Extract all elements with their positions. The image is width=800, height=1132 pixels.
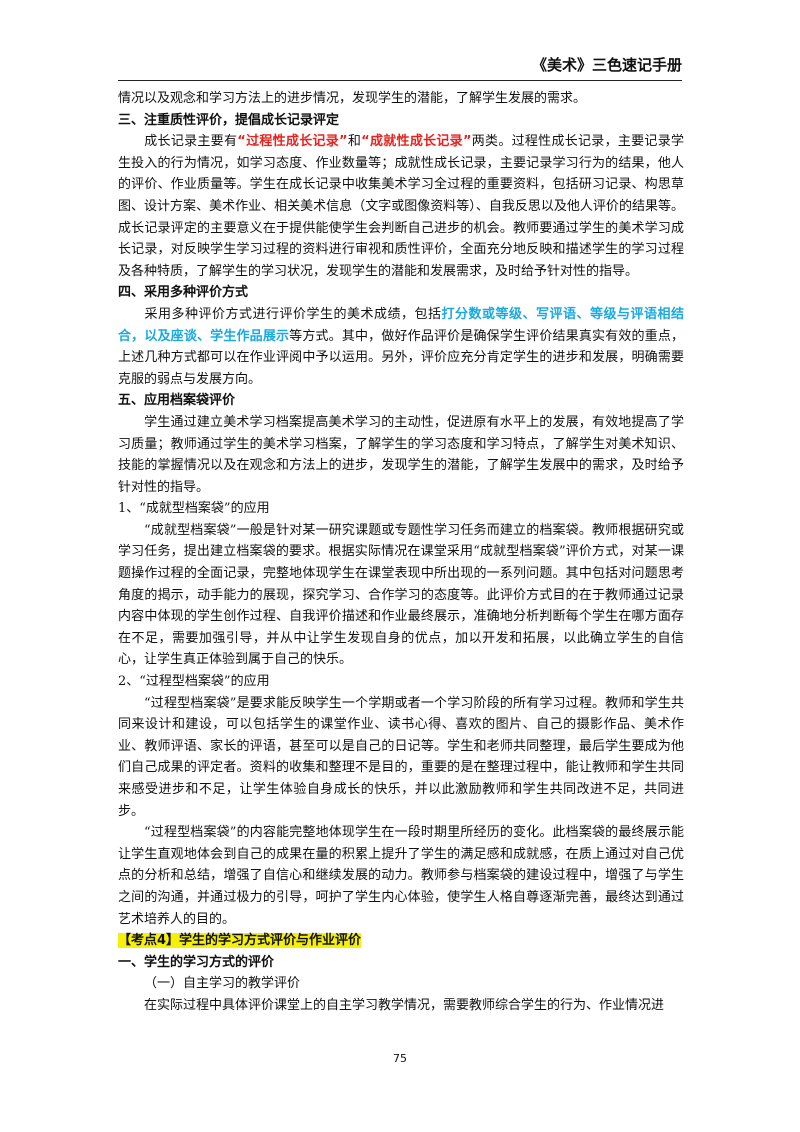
text-segment: 采用多种评价方式进行评价学生的美术成绩，包括 [144,306,442,322]
page-content: 情况以及观念和学习方法上的进步情况，发现学生的潜能，了解学生发展的需求。 三、注… [118,88,684,1017]
heading-section-3: 三、注重质性评价，提倡成长记录评定 [118,112,340,128]
text-segment: 两类。过程性成长记录，主要记录学生投入的行为情况，如学习态度、作业数量等；成就性… [118,134,684,279]
key-point-label: 【考点4】学生的学习方式评价与作业评价 [118,933,362,949]
subheading-self-learning: （一）自主学习的教学评价 [118,973,684,995]
subheading-achievement-portfolio: 1、“成就型档案袋”的应用 [118,501,270,517]
text-segment: 和 [347,134,362,150]
text-segment: “过程型档案袋”的内容能完整地体现学生在一段时期里所经历的变化。此档案袋的最终展… [118,825,684,927]
text-segment: 成长记录主要有 [144,134,238,150]
paragraph-continued: 情况以及观念和学习方法上的进步情况，发现学生的潜能，了解学生发展的需求。 [118,91,587,106]
highlight-process-record: “过程性成长记录” [237,134,348,150]
paragraph-growth-record: 成长记录主要有“过程性成长记录”和“成就性成长记录”两类。过程性成长记录，主要记… [118,131,684,282]
paragraph-achievement-portfolio: “成就型档案袋”一般是针对某一研究课题或专题性学习任务而建立的档案袋。教师根据研… [118,520,684,671]
heading-section-5: 五、应用档案袋评价 [118,393,236,409]
paragraph-evaluation-methods: 采用多种评价方式进行评价学生的美术成绩，包括打分数或等级、写评语、等级与评语相结… [118,304,684,390]
paragraph-portfolio: 学生通过建立美术学习档案提高美术学习的主动性，促进原有水平上的发展，有效地提高了… [118,412,684,498]
text-segment: （一）自主学习的教学评价 [144,976,301,992]
paragraph-self-learning: 在实际过程中具体评价课堂上的自主学习教学情况，需要教师综合学生的行为、作业情况进 [118,995,684,1017]
key-point-heading: 【考点4】学生的学习方式评价与作业评价 [118,930,684,952]
text-segment: 在实际过程中具体评价课堂上的自主学习教学情况，需要教师综合学生的行为、作业情况进 [144,997,665,1013]
highlight-achievement-record: “成就性成长记录” [361,134,472,150]
text-segment: “过程型档案袋”是要求能反映学生一个学期或者一个学习阶段的所有学习过程。教师和学… [118,695,684,819]
text-segment: “成就型档案袋”一般是针对某一研究课题或专题性学习任务而建立的档案袋。教师根据研… [118,522,684,668]
heading-section-4: 四、采用多种评价方式 [118,285,249,301]
page-number: 75 [393,1052,407,1065]
text-segment: 学生通过建立美术学习档案提高美术学习的主动性，促进原有水平上的发展，有效地提高了… [118,414,684,495]
page-header: 《美术》三色速记手册 [118,40,682,81]
header-title: 《美术》三色速记手册 [531,56,682,74]
subheading-process-portfolio: 2、“过程型档案袋”的应用 [118,674,270,690]
text-segment: 等方式。其中，做好作品评价是确保学生评价结果真实有效的重点，上述几种方式都可以在… [118,328,684,387]
paragraph-process-portfolio-2: “过程型档案袋”的内容能完整地体现学生在一段时期里所经历的变化。此档案袋的最终展… [118,822,684,930]
heading-learning-style-evaluation: 一、学生的学习方式的评价 [118,954,275,970]
paragraph-process-portfolio: “过程型档案袋”是要求能反映学生一个学期或者一个学习阶段的所有学习过程。教师和学… [118,693,684,823]
highlight-methods: 打分数或等级、写评语、等级与评语相结合，以及座谈、学生作品展示 [118,306,684,344]
